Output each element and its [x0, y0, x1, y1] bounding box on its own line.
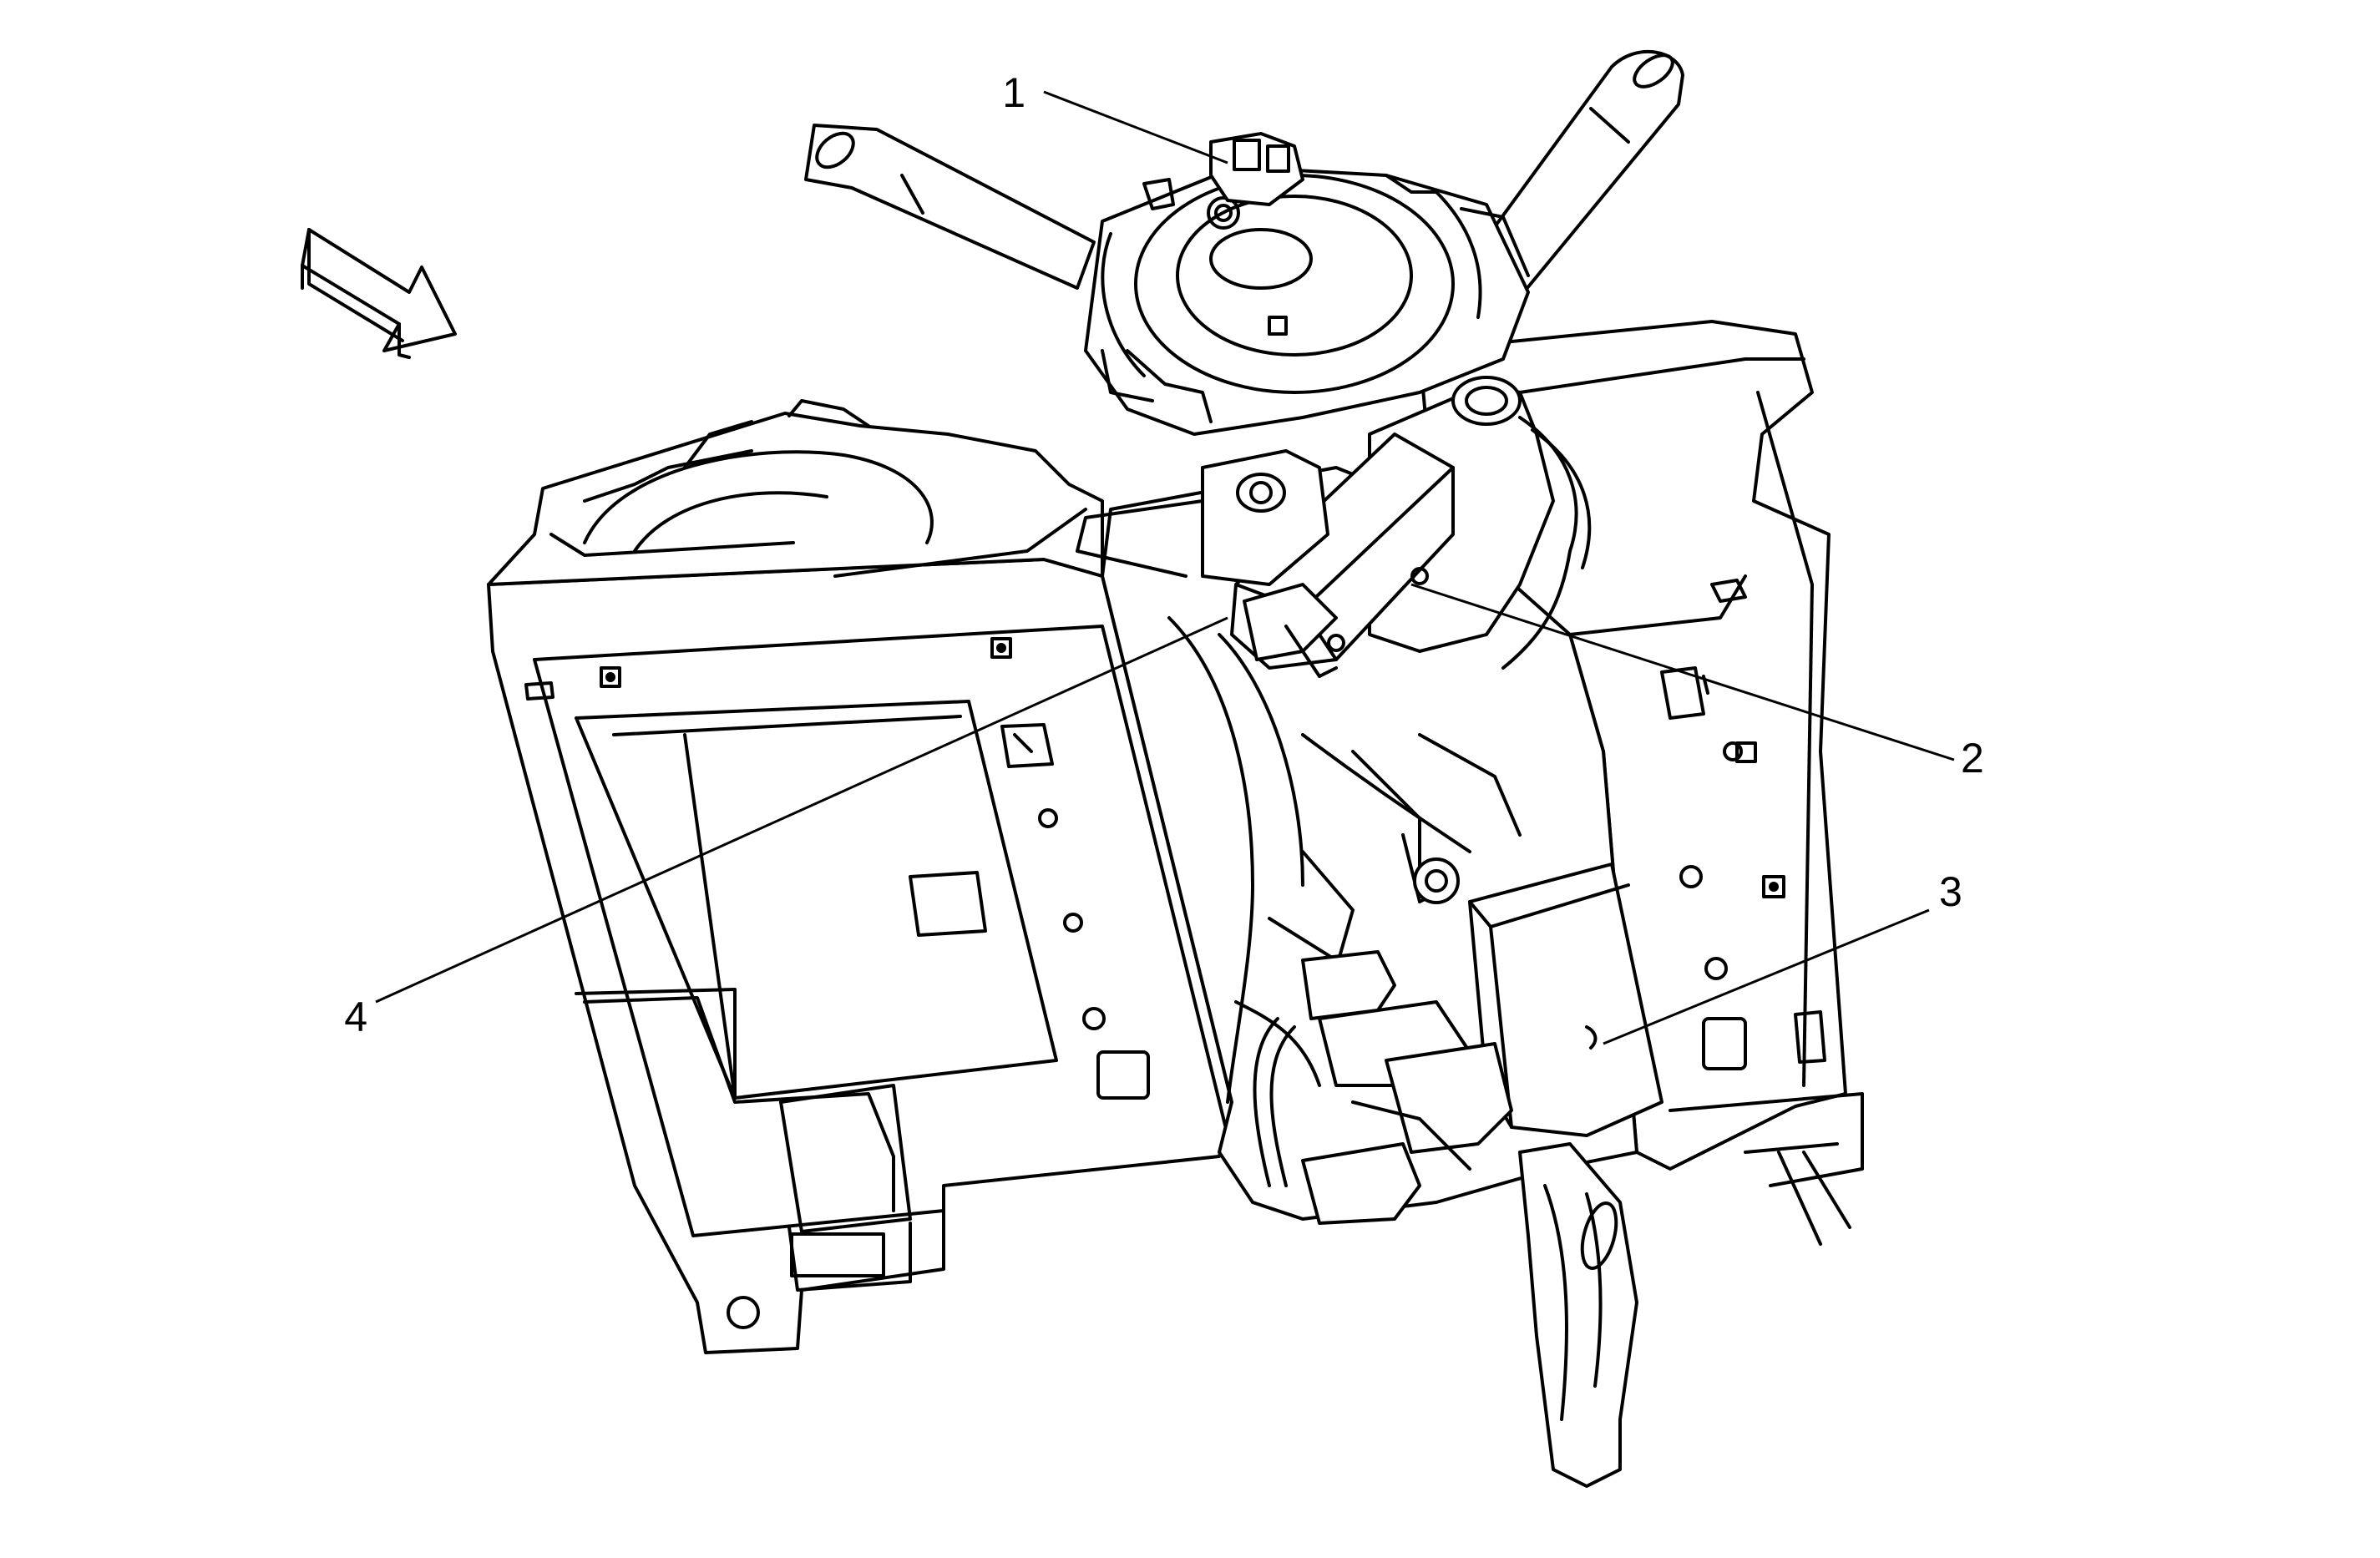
callout-4: 4 [344, 994, 367, 1040]
upper-housing [487, 399, 1104, 586]
leader-line-4 [375, 616, 1228, 1004]
arrow-icon [301, 228, 457, 359]
wiring-connectors [1253, 950, 1513, 1225]
lock-cylinder-connector [1076, 449, 1338, 678]
mounting-bracket-left [487, 558, 1233, 1354]
leader-lines [375, 90, 1955, 1045]
brake-pedal-arm [1518, 1142, 1638, 1488]
leader-line-2 [1410, 583, 1955, 761]
turn-signal-lever [804, 124, 1096, 290]
leader-line-1 [1043, 90, 1228, 164]
callout-2: 2 [1961, 735, 1984, 782]
clockspring-assembly [1084, 132, 1530, 436]
callout-3: 3 [1939, 868, 1962, 915]
callout-1: 1 [1002, 69, 1025, 116]
leader-line-3 [1603, 908, 1930, 1045]
wiper-lever [1451, 49, 1684, 319]
control-module [1413, 857, 1663, 1137]
